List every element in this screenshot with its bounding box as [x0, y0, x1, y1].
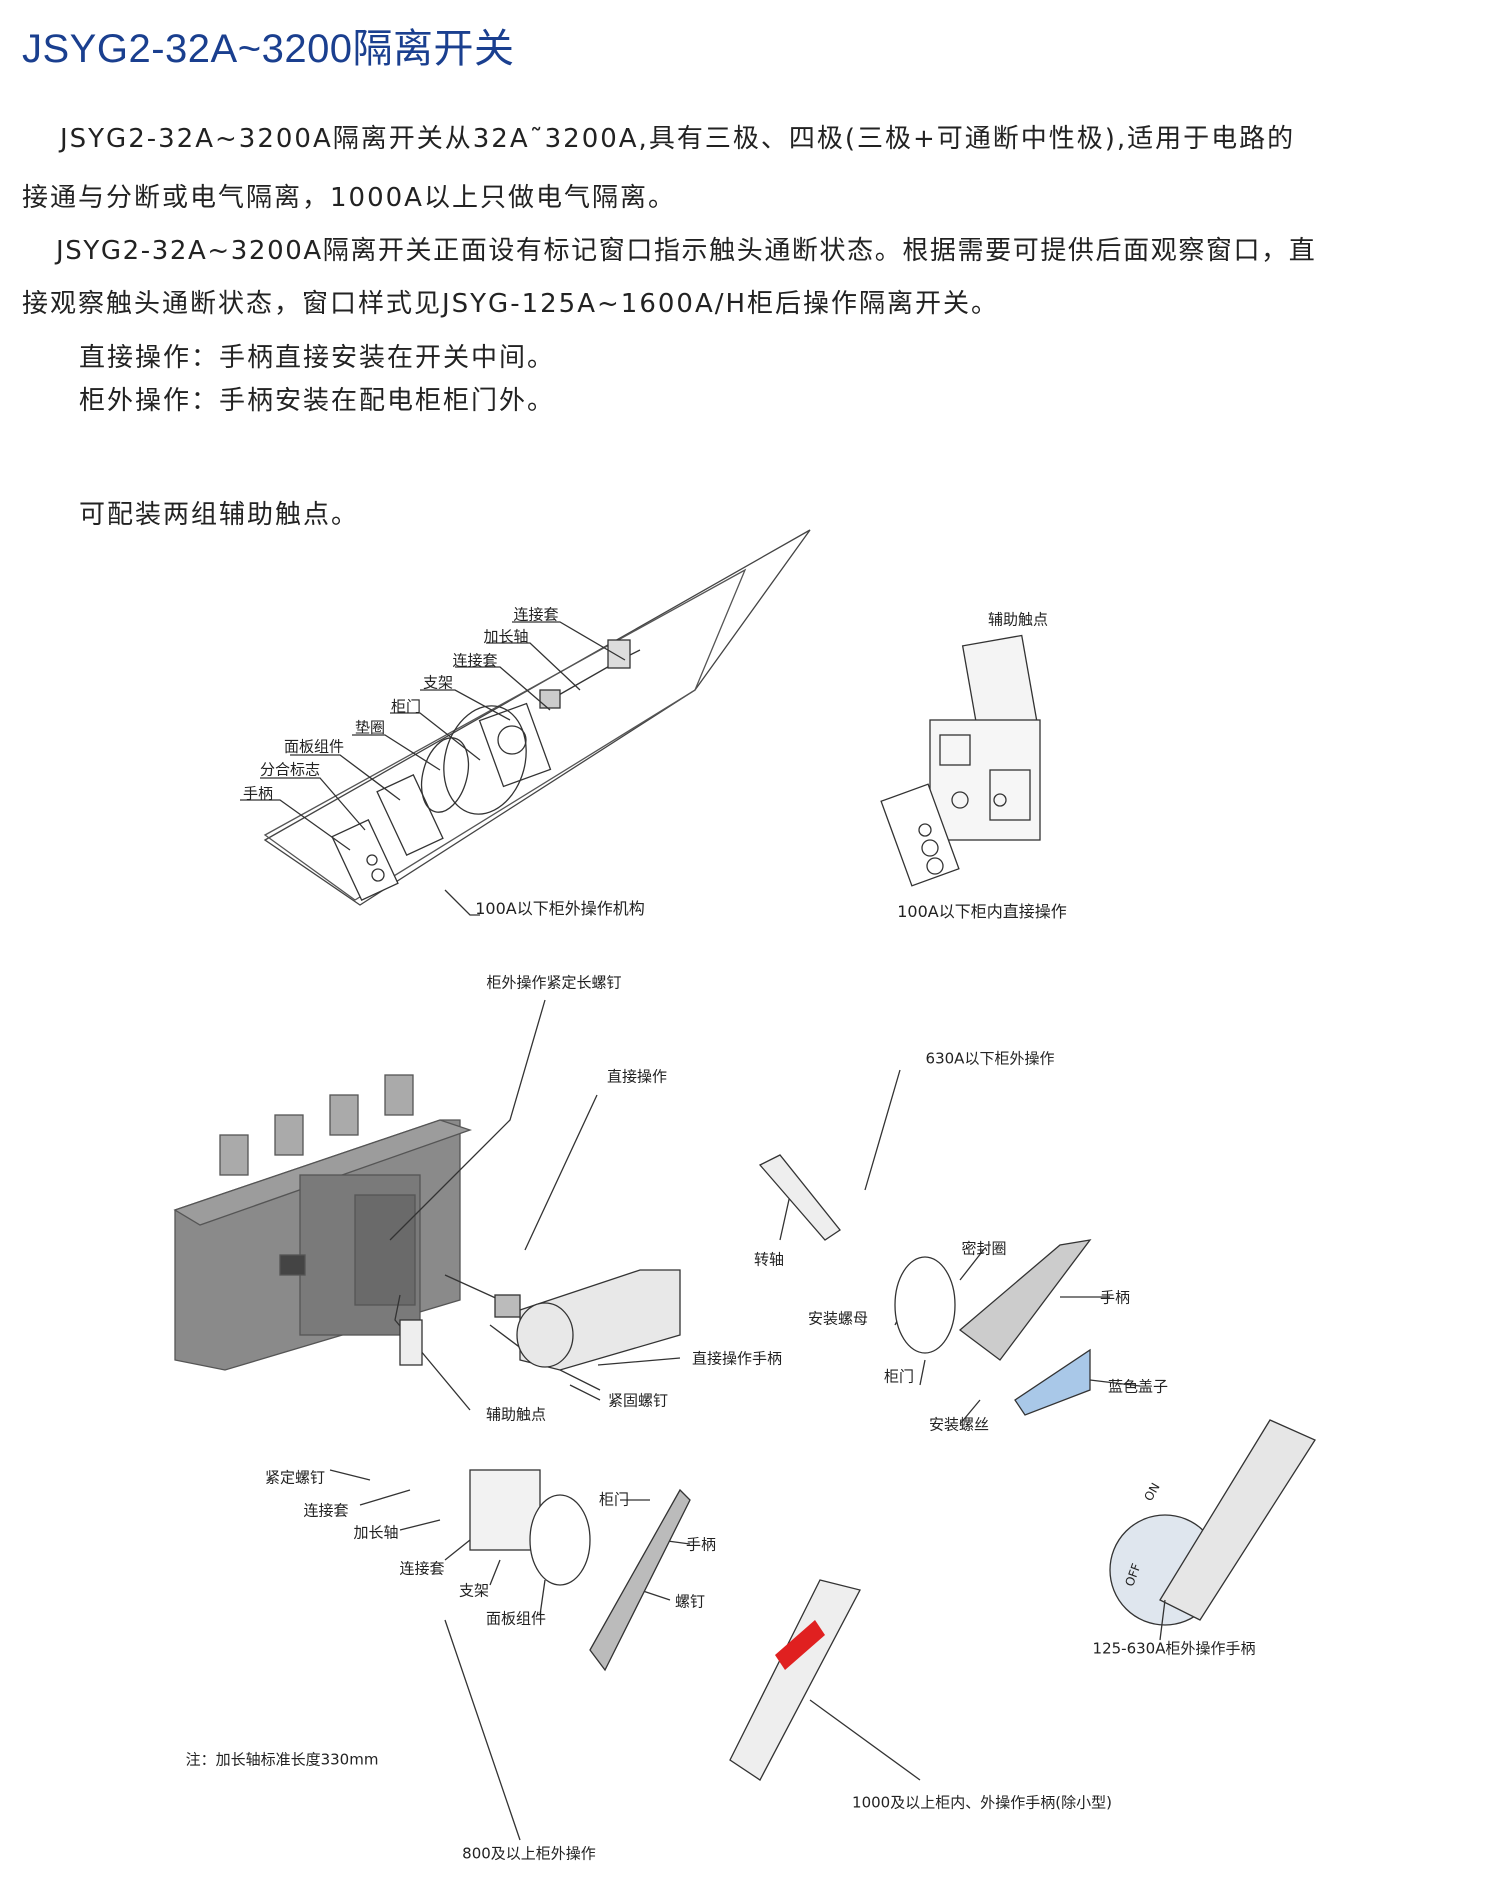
handle-630: [958, 1239, 1092, 1361]
handle-part: [331, 818, 399, 902]
bracket-800: [469, 1469, 541, 1551]
label: 手柄: [685, 1535, 717, 1554]
caption: 100A以下柜内直接操作: [897, 902, 1067, 921]
label: 蓝色盖子: [1107, 1377, 1169, 1396]
label: 手柄: [242, 784, 274, 803]
label: 垫圈: [354, 718, 386, 737]
panel-part: [376, 773, 444, 857]
label: 面板组件: [485, 1609, 547, 1628]
label: 柜门: [883, 1367, 915, 1386]
direct-handle: [494, 1269, 681, 1371]
label: 紧定螺钉: [264, 1468, 326, 1487]
label: 分合标志: [259, 760, 321, 779]
label: 连接套: [303, 1501, 349, 1520]
caption: 100A以下柜外操作机构: [475, 899, 645, 918]
label: 螺钉: [674, 1592, 706, 1611]
label: 辅助触点: [987, 610, 1049, 629]
label: 加长轴: [353, 1523, 399, 1542]
label: 加长轴: [483, 627, 529, 646]
shaft-rod: [758, 1154, 841, 1241]
diagram1-frame-box: [263, 568, 747, 901]
door-plate-630: [894, 1256, 956, 1354]
caption: 1000及以上柜内、外操作手柄(除小型): [852, 1793, 1112, 1812]
label: 转轴: [753, 1250, 785, 1269]
label: 密封圈: [961, 1239, 1007, 1258]
label: 柜门: [390, 697, 422, 716]
label: 连接套: [399, 1559, 445, 1578]
main-switch-body: [173, 1074, 473, 1371]
page-title: JSYG2-32A~3200隔离开关: [22, 27, 515, 71]
caption: 125-630A柜外操作手柄: [1092, 1639, 1256, 1658]
bracket-part: [478, 702, 552, 788]
round-handle-grip: [1159, 1419, 1316, 1621]
note: 注：加长轴标准长度330mm: [185, 1750, 379, 1769]
aux-contact-small: [399, 1319, 423, 1366]
label: 支架: [422, 673, 454, 692]
blue-cap: [1014, 1348, 1091, 1416]
paragraph-line: JSYG2-32A~3200A隔离开关从32A˜3200A,具有三极、四极(三极…: [60, 124, 1296, 154]
paragraph-line: 接通与分断或电气隔离，1000A以上只做电气隔离。: [22, 183, 676, 213]
label: 手柄: [1099, 1288, 1131, 1307]
door-plate: [443, 705, 527, 815]
handle-1000: [729, 1579, 861, 1781]
label: 辅助触点: [485, 1405, 547, 1424]
paragraph-line: 可配装两组辅助触点。: [79, 500, 360, 530]
gasket-ring: [420, 737, 470, 813]
label: 直接操作: [606, 1067, 668, 1086]
handle-800: [589, 1488, 691, 1672]
paragraph-line: 直接操作：手柄直接安装在开关中间。: [79, 343, 556, 373]
caption: 800及以上柜外操作: [462, 1844, 596, 1863]
label: 面板组件: [283, 737, 345, 756]
label: 安装螺丝: [928, 1415, 990, 1434]
switch-small-body: [929, 719, 1041, 841]
label: 连接套: [452, 651, 498, 670]
caption: 630A以下柜外操作: [925, 1049, 1055, 1068]
label: 支架: [458, 1581, 490, 1600]
paragraph-line: 接观察触头通断状态，窗口样式见JSYG-125A~1600A/H柜后操作隔离开关…: [22, 289, 1000, 319]
paragraph-line: 柜外操作：手柄安装在配电柜柜门外。: [79, 386, 556, 416]
label: 柜门: [598, 1490, 630, 1509]
label: 直接操作手柄: [691, 1349, 783, 1368]
paragraph-line: JSYG2-32A~3200A隔离开关正面设有标记窗口指示触头通断状态。根据需要…: [56, 236, 1317, 266]
label: 连接套: [513, 605, 559, 624]
label: 安装螺母: [807, 1309, 869, 1328]
label: 柜外操作紧定长螺钉: [486, 973, 622, 992]
label: 紧固螺钉: [607, 1391, 669, 1410]
small-handle: [880, 783, 960, 887]
